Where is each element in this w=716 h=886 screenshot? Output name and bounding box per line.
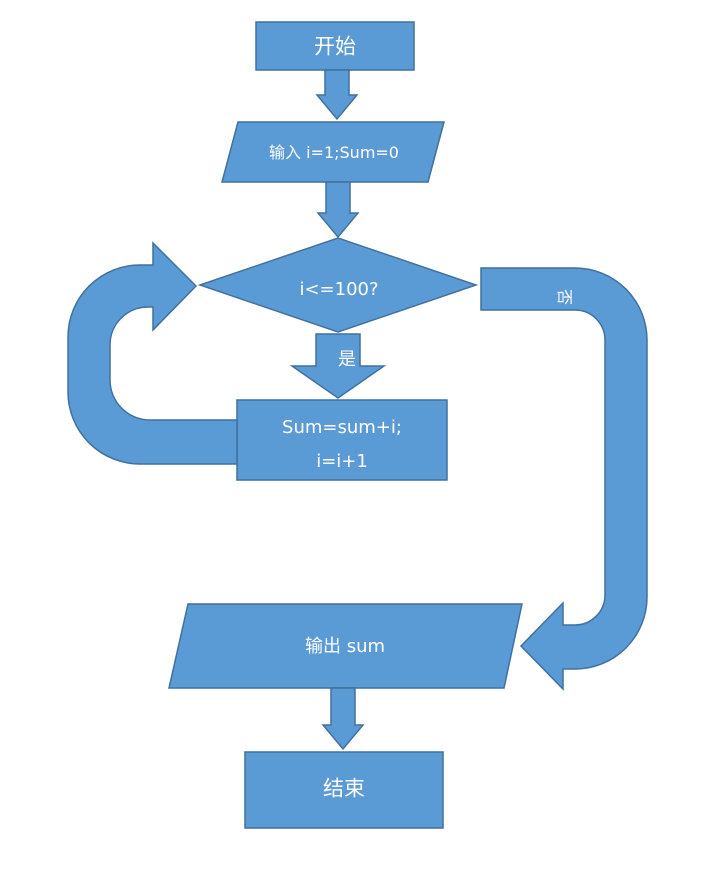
arrow-output-to-end: [321, 687, 365, 751]
yes-label: 是: [338, 349, 356, 370]
arrow-start-to-input: [315, 69, 359, 121]
arrow-input-to-decision: [316, 181, 360, 239]
input-node: [221, 121, 445, 183]
loop-back-arrow: [67, 241, 238, 465]
decision-node: [197, 237, 479, 333]
no-branch-arrow: [480, 267, 648, 691]
end-label: 结束: [323, 776, 365, 801]
process-line2-label: i=i+1: [316, 451, 368, 472]
no-label: 否: [555, 288, 574, 306]
start-label: 开始: [314, 34, 356, 59]
output-label: 输出 sum: [304, 636, 386, 657]
process-node: [236, 399, 448, 481]
start-node: [255, 21, 415, 71]
process-line1-label: Sum=sum+i;: [282, 417, 402, 438]
arrow-yes: [289, 333, 387, 399]
output-node: [168, 603, 523, 689]
input-label: 输入 i=1;Sum=0: [269, 143, 399, 162]
end-node: [244, 751, 444, 829]
condition-label: i<=100?: [299, 279, 379, 300]
